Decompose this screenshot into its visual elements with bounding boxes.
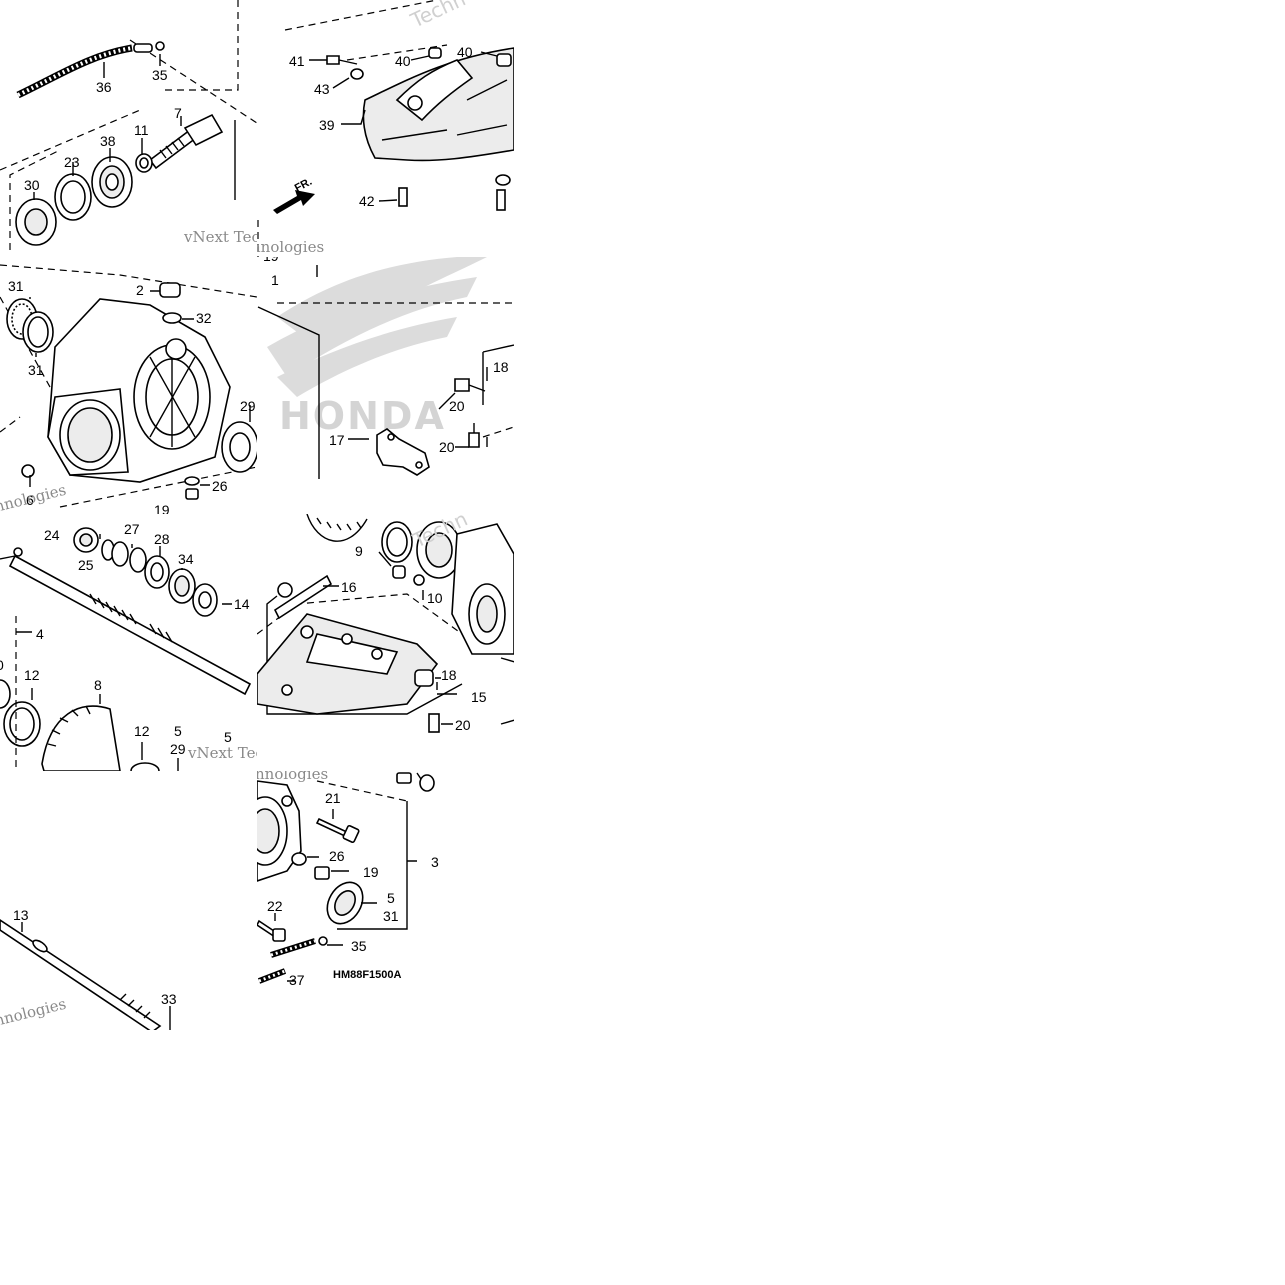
- callout: 41: [289, 53, 305, 69]
- tile-pinion-gear-assembly: 36 35 7 38 11 23 30 vNext Tec: [0, 0, 257, 257]
- callout: 17: [329, 432, 345, 448]
- callout: 25: [78, 557, 94, 573]
- callout: 30: [24, 177, 40, 193]
- callout: 31: [28, 362, 44, 378]
- watermark-text: hnologies: [0, 995, 68, 1030]
- callout: 35: [351, 938, 367, 954]
- diagram-code: HM88F1500A: [333, 969, 402, 981]
- callout: 15: [471, 689, 487, 705]
- tile-skid-plate-upper: Techn FR. 41 40 40 43 39: [257, 0, 514, 257]
- watermark-text: Techn: [406, 0, 469, 33]
- callout: 37: [289, 972, 305, 988]
- callout: 13: [13, 907, 29, 923]
- watermark-text: hnologies: [257, 238, 324, 256]
- callout: 7: [174, 105, 182, 121]
- callout: 5: [224, 729, 232, 745]
- callout: 32: [196, 310, 212, 326]
- callout: 20: [449, 398, 465, 414]
- callout: 26: [329, 848, 345, 864]
- callout: 29: [240, 398, 256, 414]
- callout: 20: [455, 717, 471, 733]
- callout: 28: [154, 531, 170, 547]
- watermark-text: vNext Tec: [183, 228, 257, 246]
- callout: 34: [178, 551, 194, 567]
- callout: 12: [134, 723, 150, 739]
- callout: 40: [395, 53, 411, 69]
- callout: 31: [8, 278, 24, 294]
- watermark-text: vNext Tec: [187, 744, 257, 762]
- callout: 16: [341, 579, 357, 595]
- callout: 23: [64, 154, 80, 170]
- callout: 21: [325, 790, 341, 806]
- callout: 3: [431, 854, 439, 870]
- callout: 0: [0, 657, 4, 673]
- callout: 18: [441, 667, 457, 683]
- callout: 11: [134, 122, 149, 138]
- callout: 39: [319, 117, 335, 133]
- callout: 1: [271, 272, 279, 288]
- callout: 22: [267, 898, 283, 914]
- callout: 19: [263, 257, 279, 264]
- watermark-text: hnologies: [0, 481, 68, 514]
- tile-case-bolts: hnologies: [257, 771, 514, 1028]
- callout: 36: [96, 79, 112, 95]
- callout: 18: [493, 359, 509, 375]
- callout: 9: [355, 543, 363, 559]
- callout: 35: [152, 67, 168, 83]
- callout: 19: [154, 502, 170, 514]
- callout: 40: [457, 44, 473, 60]
- callout: 33: [161, 991, 177, 1007]
- callout: 10: [427, 590, 443, 606]
- callout: 2: [136, 282, 144, 298]
- callout: 8: [94, 677, 102, 693]
- watermark-brand: HONDA: [279, 394, 446, 438]
- callout: 29: [170, 741, 186, 757]
- tile-final-gear-case: 31 2 32 31 29 26 19 6 hnologies: [0, 257, 257, 514]
- callout: 6: [26, 492, 34, 508]
- callout: 42: [359, 193, 375, 209]
- callout: 38: [100, 133, 116, 149]
- callout: 20: [439, 439, 455, 455]
- callout: 5: [174, 723, 182, 739]
- callout: 5: [387, 890, 395, 906]
- callout: 27: [124, 521, 140, 537]
- tile-skid-plate-lower: Techn 9 16 10: [257, 514, 514, 771]
- callout: 4: [36, 626, 44, 642]
- watermark-text: hnologies: [257, 771, 328, 783]
- callout: 19: [363, 864, 379, 880]
- callout: 14: [234, 596, 250, 612]
- callout: 43: [314, 81, 330, 97]
- callout: 31: [383, 908, 399, 924]
- callout: 12: [24, 667, 40, 683]
- callout: 26: [212, 478, 228, 494]
- front-direction-label: FR.: [293, 176, 314, 195]
- tile-honda-logo-bracket: HONDA 19 1 18 20 17 20: [257, 257, 514, 514]
- tile-drive-shaft: 13 33 hnologies: [0, 800, 257, 1030]
- callout: 24: [44, 527, 60, 543]
- tile-output-shaft: 24 27 28 25 34 14 4 12 8 12 5 29 0 5 vNe…: [0, 514, 257, 771]
